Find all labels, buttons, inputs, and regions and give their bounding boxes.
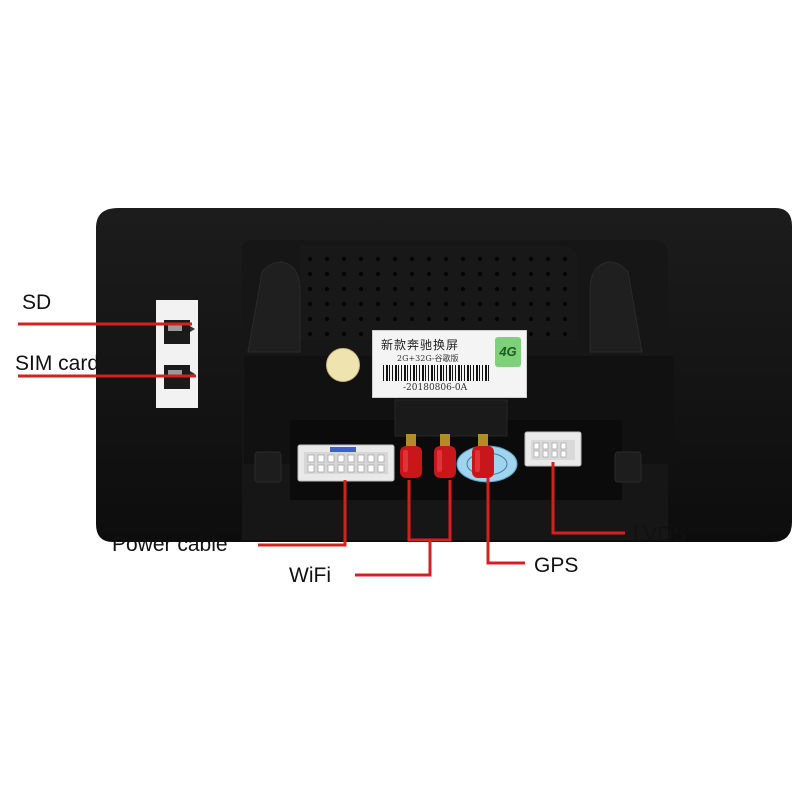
product-sticker: 新款奔驰换屏 2G+32G-谷歌版 4G -20180806-0A	[372, 330, 527, 398]
sd-label: SD	[22, 291, 52, 314]
gps-leader	[486, 478, 525, 565]
callout-leaders	[18, 322, 625, 577]
sticker-spec: 2G+32G-谷歌版	[397, 354, 459, 363]
sticker-barcode	[383, 365, 491, 381]
power-connector	[297, 444, 395, 482]
gps-antenna-connector	[456, 434, 518, 483]
sticker-code: -20180806-0A	[403, 383, 468, 393]
lvds-label: LVDS	[633, 523, 687, 546]
quality-seal	[326, 348, 360, 382]
wifi-label: WiFi	[289, 564, 331, 587]
gps-label: GPS	[534, 554, 579, 577]
wifi-fork-leader	[407, 480, 452, 542]
lvds-leader	[551, 462, 625, 535]
sticker-title: 新款奔驰换屏	[381, 338, 460, 352]
sticker-4g-badge: 4G	[495, 337, 521, 367]
sim-card-label: SIM card	[15, 352, 100, 375]
wifi-antenna-connector	[400, 434, 456, 478]
power-cable-label: Power cable	[112, 533, 228, 556]
wifi-leader	[355, 540, 432, 577]
lvds-connector	[524, 431, 582, 467]
power-cable-leader	[258, 480, 347, 547]
